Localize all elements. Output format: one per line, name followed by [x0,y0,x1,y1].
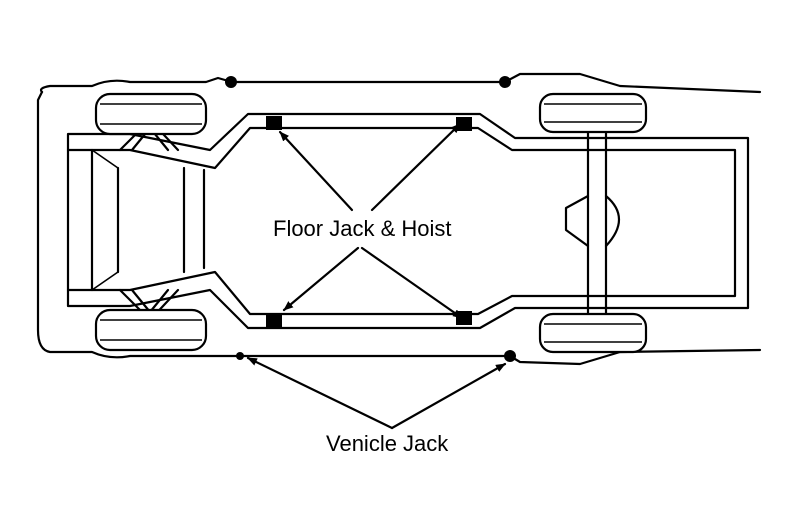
tire-front-bottom [94,308,208,352]
body-point-front-bottom [236,352,244,360]
body-point-front-top [225,76,237,88]
tire-rear-top [538,92,648,134]
body-outline [36,72,762,366]
floor-jack-hoist-label: Floor Jack & Hoist [273,216,452,241]
vehicle-jack-arrows [246,356,507,430]
frame [66,112,750,330]
floor-jack-points [266,116,472,327]
jack-point-rear-bottom [456,311,472,325]
floor-jack-arrows [278,122,464,320]
tire-rear-bottom [538,312,648,354]
vehicle-jack-points [225,76,516,362]
body-point-rear-top [499,76,511,88]
tire-front-top [94,92,208,136]
jack-point-front-top [266,116,282,130]
jack-point-rear-top [456,117,472,131]
vehicle-jack-label: Venicle Jack [326,431,449,456]
jack-point-front-bottom [266,313,282,327]
rear-axle [564,126,620,322]
body-point-rear-bottom [504,350,516,362]
